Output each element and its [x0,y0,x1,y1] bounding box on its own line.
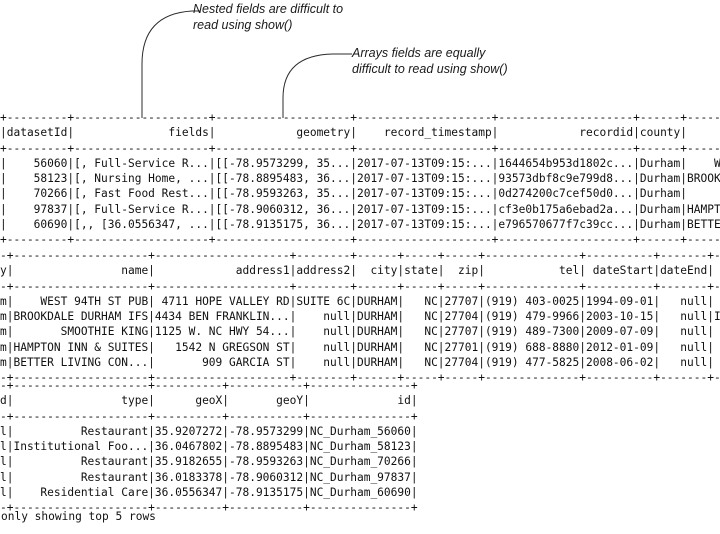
annotation-array-fields: Arrays fields are equally difficult to r… [352,46,508,76]
annotation-nested-fields: Nested fields are difficult to read usin… [193,2,344,32]
spark-show-table-block-3: -+--------------------+----------+------… [0,379,418,515]
leader-line-arrays [282,53,352,118]
spark-show-table-block-2: -+--------------------+-----------------… [0,249,720,385]
spark-show-table-block-1: +---------+--------------------+--------… [0,111,720,247]
leader-line-nested [141,10,200,118]
only-showing-top-rows-text: only showing top 5 rows [1,510,156,523]
